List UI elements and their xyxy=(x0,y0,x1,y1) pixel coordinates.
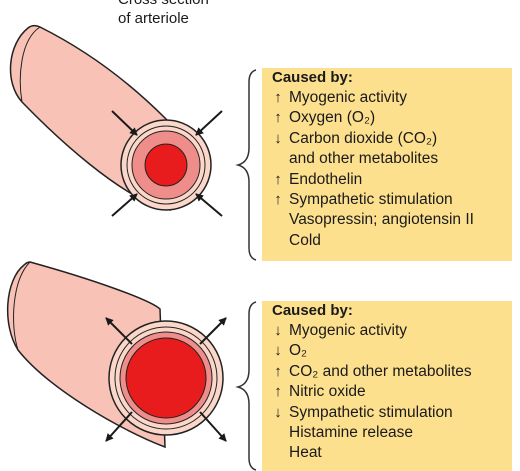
constriction-arrow-bottom-right xyxy=(196,194,222,216)
cause-label: Histamine release xyxy=(289,424,413,441)
dilation-arrow-bottom-right xyxy=(200,412,226,441)
cause-label: Sympathetic stimulation xyxy=(289,404,453,421)
dilation-causes-box: Caused by: ↓ Myogenic activity ↓ O₂ ↑ CO₂ a… xyxy=(262,301,512,471)
cause-label: Myogenic activity xyxy=(289,322,407,339)
constriction-cause-item: Cold xyxy=(272,231,512,251)
dilation-cause-item: Histamine release xyxy=(272,423,512,443)
dilation-arrow-top-right xyxy=(200,318,226,344)
cause-label: Sympathetic stimulation xyxy=(289,191,453,208)
dilated-lumen xyxy=(126,338,206,418)
cause-direction-arrow: ↓ xyxy=(272,341,284,361)
constriction-causes-title: Caused by: xyxy=(272,69,512,87)
cause-label: Nitric oxide xyxy=(289,383,366,400)
constriction-arrow-top-right xyxy=(196,111,222,135)
constriction-cause-item: ↑ Oxygen (O₂) xyxy=(272,108,512,128)
constriction-cause-item: Vasopressin; angiotensin II xyxy=(272,210,512,230)
constriction-cause-item: ↑ Endothelin xyxy=(272,170,512,190)
constriction-causes-box: Caused by: ↑ Myogenic activity ↑ Oxygen (O… xyxy=(262,68,512,261)
dilation-cause-item: ↑ Nitric oxide xyxy=(272,382,512,402)
cause-label: Oxygen (O₂) xyxy=(289,109,375,126)
cause-direction-arrow: ↑ xyxy=(272,108,284,128)
cause-label: Myogenic activity xyxy=(289,89,407,106)
cause-label: Heat xyxy=(289,444,322,461)
constriction-cause-item: and other metabolites xyxy=(272,149,512,169)
dilation-cause-item: ↑ CO₂ and other metabolites xyxy=(272,362,512,382)
dilation-causes-title: Caused by: xyxy=(272,302,512,320)
cause-label: Cold xyxy=(289,232,321,249)
cause-label: O₂ xyxy=(289,342,307,359)
cross-section-caption-line2: of arteriole xyxy=(118,10,189,27)
cause-direction-arrow: ↑ xyxy=(272,382,284,402)
cause-direction-arrow: ↑ xyxy=(272,190,284,210)
dilation-cause-item: Heat xyxy=(272,443,512,463)
cause-direction-arrow: ↑ xyxy=(272,170,284,190)
constriction-arrow-bottom-left xyxy=(112,194,137,216)
dilation-cause-item: ↓ Myogenic activity xyxy=(272,321,512,341)
cause-direction-arrow: ↑ xyxy=(272,362,284,382)
constricted-arteriole xyxy=(11,26,222,216)
constriction-cause-item: ↑ Myogenic activity xyxy=(272,88,512,108)
cause-label: and other metabolites xyxy=(289,150,438,167)
cause-label: Endothelin xyxy=(289,171,362,188)
constriction-cause-item: ↓ Carbon dioxide (CO₂) xyxy=(272,129,512,149)
cross-section-caption-line1: Cross section xyxy=(118,0,209,8)
constricted-lumen xyxy=(145,144,187,186)
cause-label: Carbon dioxide (CO₂) xyxy=(289,130,437,147)
dilation-brace xyxy=(238,302,256,470)
cause-direction-arrow: ↑ xyxy=(272,88,284,108)
cause-direction-arrow: ↓ xyxy=(272,403,284,423)
dilation-cause-item: ↓ Sympathetic stimulation xyxy=(272,403,512,423)
dilation-cause-item: ↓ O₂ xyxy=(272,341,512,361)
constriction-brace xyxy=(238,70,256,260)
cause-direction-arrow: ↓ xyxy=(272,321,284,341)
cause-label: Vasopressin; angiotensin II xyxy=(289,211,474,228)
constriction-cause-item: ↑ Sympathetic stimulation xyxy=(272,190,512,210)
dilated-arteriole xyxy=(8,262,226,447)
cause-direction-arrow: ↓ xyxy=(272,129,284,149)
cause-label: CO₂ and other metabolites xyxy=(289,363,472,380)
